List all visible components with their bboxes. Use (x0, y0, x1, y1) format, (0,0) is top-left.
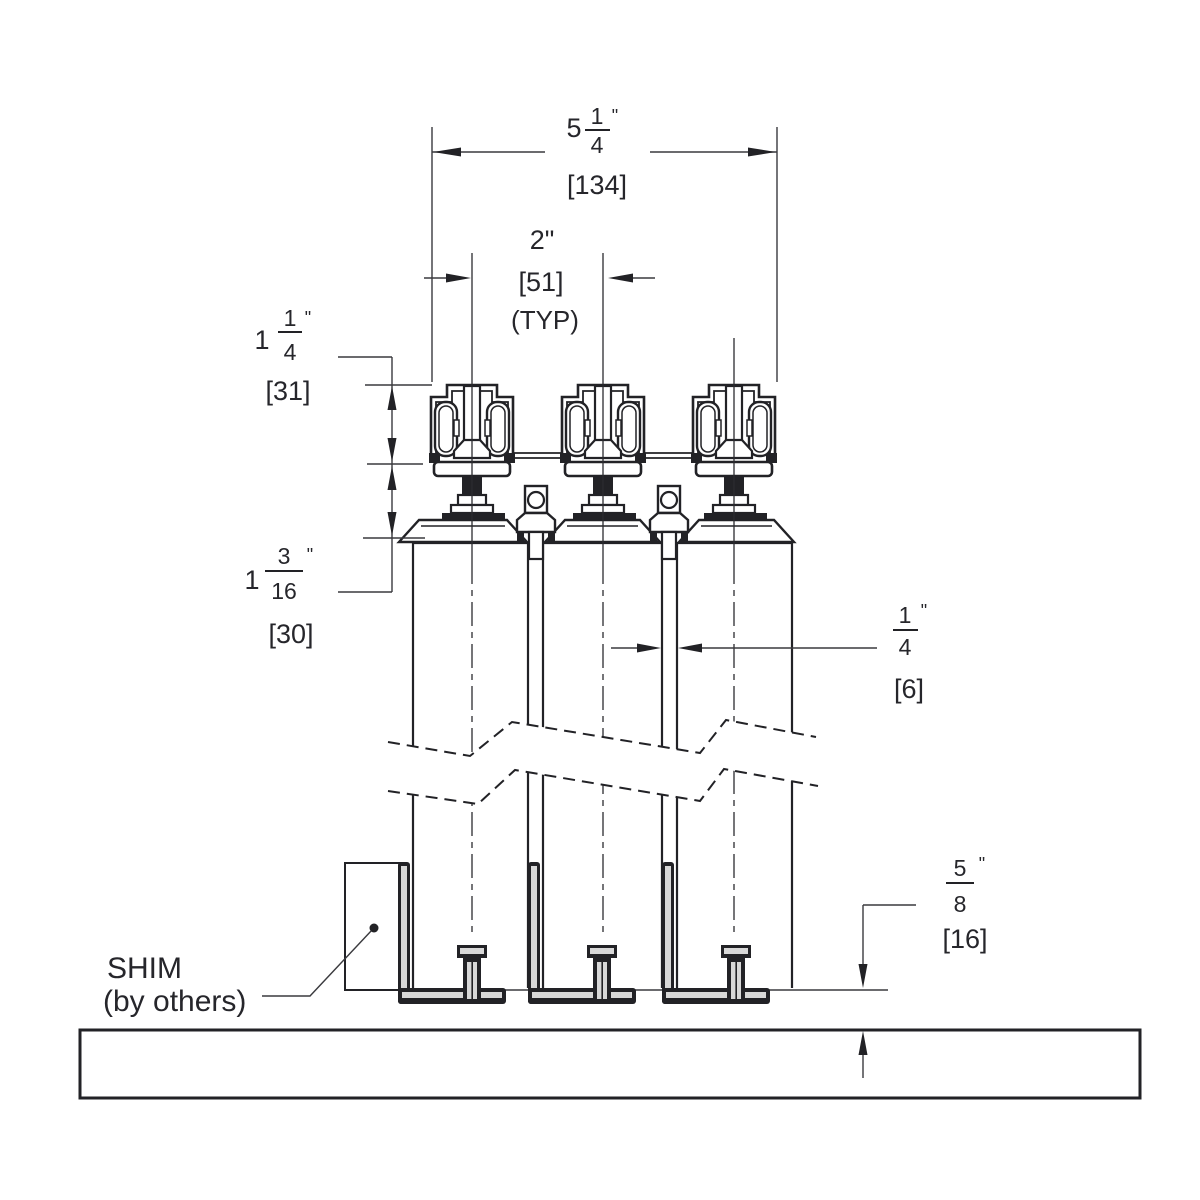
dim-spacing-mm: [51] (518, 267, 563, 297)
dim-panel-gap-mm: [6] (894, 674, 924, 704)
shim-label-line2: (by others) (103, 985, 246, 1018)
bottom-guide-1 (398, 862, 506, 1004)
panel-centerlines (471, 253, 735, 938)
dim-panel-gap-unit: " (921, 601, 927, 621)
bottom-guide-2 (528, 862, 636, 1004)
dim-head-clearance-whole: 1 (244, 565, 259, 595)
hanger-plate-3 (676, 518, 797, 544)
leader-dot (369, 923, 379, 933)
dim-overall-mm: [134] (567, 170, 627, 200)
dim-track-height-numerator: 1 (284, 305, 297, 331)
dim-track-height-denominator: 4 (284, 339, 297, 365)
dim-overall-whole: 5 (566, 113, 581, 143)
dim-panel-gap: 1 4 " [6] (611, 601, 927, 704)
dim-panel-gap-numerator: 1 (899, 602, 912, 628)
dim-track-height-mm: [31] (265, 376, 310, 406)
dim-panel-gap-denominator: 4 (899, 634, 912, 660)
dim-head-clearance-mm: [30] (268, 619, 313, 649)
shim-callout: SHIM (by others) (103, 923, 379, 1018)
dim-head-clearance: 1 3 16 " [30] (244, 543, 313, 649)
bottom-guide-3 (662, 862, 770, 1004)
break-lines (387, 718, 819, 806)
dim-overall-unit: " (612, 106, 618, 126)
dim-track-height-whole: 1 (254, 325, 269, 355)
dim-floor-clearance-mm: [16] (942, 924, 987, 954)
top-guide-bracket-2 (648, 484, 690, 561)
dim-floor-clearance: 5 8 " [16] (858, 854, 988, 1078)
dim-head-clearance-numerator: 3 (278, 543, 291, 569)
dim-overall-width: 5 1 4 " [134] (431, 103, 778, 382)
hanger-plate-1 (396, 518, 530, 544)
floor-slab (78, 1028, 1142, 1100)
dim-track-height-unit: " (305, 308, 311, 328)
dim-floor-clearance-numerator: 5 (954, 855, 967, 881)
dim-head-clearance-unit: " (307, 545, 313, 565)
dim-spacing-value: 2" (530, 225, 555, 255)
shim-label-line1: SHIM (107, 952, 182, 985)
dim-spacing-note: (TYP) (511, 305, 579, 335)
dim-track-height: 1 1 4 " [31] (254, 305, 432, 593)
dim-overall-denominator: 4 (591, 132, 604, 158)
dim-floor-clearance-unit: " (979, 854, 985, 874)
track-connector-strips (513, 452, 693, 459)
dim-overall-numerator: 1 (591, 103, 604, 129)
dim-panel-spacing: 2" [51] (TYP) (424, 225, 655, 335)
dim-floor-clearance-denominator: 8 (954, 891, 967, 917)
dim-head-clearance-denominator: 16 (271, 578, 297, 604)
top-guide-bracket-1 (515, 484, 557, 561)
